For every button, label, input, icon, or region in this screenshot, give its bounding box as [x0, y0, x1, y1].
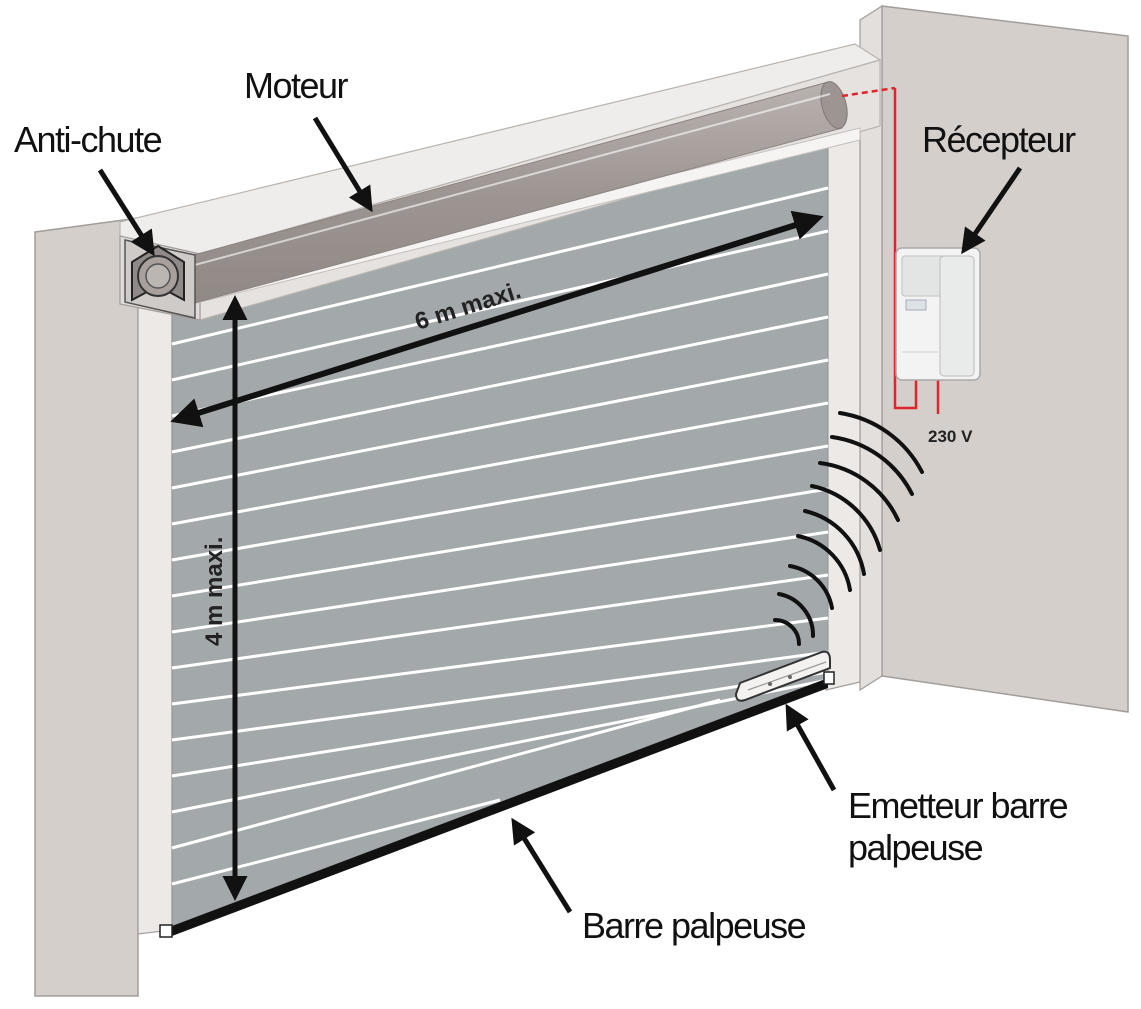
barre-palpeuse	[159, 671, 835, 938]
recepteur-label: Récepteur	[922, 119, 1076, 160]
emetteur-label-line2: palpeuse	[848, 827, 983, 868]
moteur-label: Moteur	[244, 65, 349, 106]
emetteur-box	[734, 650, 831, 702]
arrow-emetteur	[785, 703, 837, 792]
arrow-recepteur	[961, 166, 1023, 255]
voltage-label: 230 V	[928, 427, 973, 446]
callout-arrows	[97, 116, 1023, 914]
arrow-barre	[511, 817, 573, 914]
emetteur-label-line1: Emetteur barre	[848, 785, 1068, 826]
radio-waves-icon	[773, 411, 924, 646]
anti-chute-label: Anti-chute	[14, 119, 162, 160]
arrow-anti-chute	[97, 168, 155, 257]
width-dimension-arrow	[170, 210, 824, 428]
wall-left	[34, 217, 139, 997]
height-label: 4 m maxi.	[201, 537, 228, 646]
arrow-moteur	[312, 116, 373, 213]
barre-palpeuse-label: Barre palpeuse	[582, 905, 806, 946]
door-frame	[137, 119, 861, 935]
receiver-wiring	[841, 86, 940, 414]
recepteur-box	[895, 247, 981, 381]
